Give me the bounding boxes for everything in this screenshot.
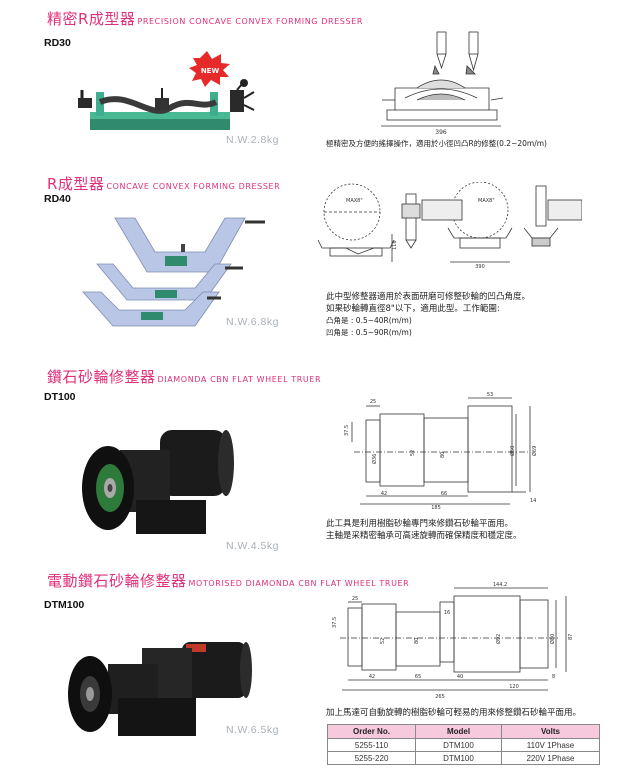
cell-model: DTM100: [415, 751, 502, 765]
cell-volts: 220V 1Phase: [501, 751, 600, 765]
dim-42: 42: [381, 491, 387, 497]
cell-volts: 110V 1Phase: [501, 738, 600, 752]
model-label-rd40: RD40: [44, 193, 71, 205]
dim-396: 396: [435, 129, 447, 136]
spec-table-container: Order No. Model Volts 5255-110 DTM100 11…: [327, 724, 600, 765]
dim-116: 116: [392, 240, 398, 250]
title-en: PRECISION CONCAVE CONVEX FORMING DRESSER: [137, 17, 363, 26]
dim-80: 80: [440, 452, 446, 458]
rd40-product-photo: [82, 217, 265, 327]
dim-265: 265: [435, 694, 445, 700]
cell-model: DTM100: [415, 738, 502, 752]
dim-diameter-92: Ø92: [495, 634, 502, 644]
dtm100-product-photo: [68, 642, 252, 736]
dim-diameter-80: Ø80: [549, 634, 556, 644]
column-header-volts: Volts: [501, 724, 600, 739]
dim-53: 53: [487, 392, 493, 398]
new-badge: NEW: [189, 51, 230, 87]
dim-80: 80: [414, 638, 420, 644]
dim-52: 52: [380, 638, 386, 644]
dim-65: 65: [415, 674, 421, 680]
column-header-order-no: Order No.: [327, 724, 416, 739]
dim-37-5: 37.5: [344, 425, 350, 436]
table-row: 5255-110 DTM100 110V 1Phase: [327, 738, 600, 752]
dim-144-2: 144.2: [493, 582, 507, 588]
dim-25: 25: [370, 399, 376, 405]
weight-rd40: N.W.6.8kg: [226, 316, 279, 328]
title-en: MOTORISED DIAMONDA CBN FLAT WHEEL TRUER: [188, 579, 410, 588]
dim-42: 42: [369, 674, 375, 680]
rd40-dimension-drawing: MAX8" MAX8" 116 390: [317, 182, 582, 270]
dim-max8-left: MAX8": [346, 198, 363, 204]
dim-52: 52: [410, 450, 416, 456]
description-line: 主軸是采精密軸承可高速旋轉而確保精度和穩定度。: [326, 531, 522, 541]
model-label-dt100: DT100: [44, 391, 76, 403]
dim-40: 40: [457, 674, 463, 680]
dim-16: 16: [444, 610, 450, 616]
dtm100-dimension-drawing: 144.2 25 16 37.5 52 80 Ø92 Ø80 87 42 65 …: [332, 582, 574, 700]
rd30-dimension-drawing: 396: [381, 31, 504, 136]
title-zh: R成型器: [47, 175, 105, 193]
description-line: 如果砂輪轉直徑8"以下，適用此型。工作範圍:: [326, 304, 500, 314]
column-header-model: Model: [415, 724, 502, 739]
dim-120: 120: [509, 684, 519, 690]
title-en: CONCAVE CONVEX FORMING DRESSER: [106, 182, 281, 191]
dim-66: 66: [441, 491, 447, 497]
spec-table: Order No. Model Volts 5255-110 DTM100 11…: [327, 724, 600, 765]
description-dt100: 此工具是利用樹脂砂輪專門來修鑽石砂輪平面用。 主軸是采精密軸承可高速旋轉而確保精…: [326, 518, 522, 542]
description-line: 凸角是 : 0.5~40R(m/m): [326, 316, 412, 325]
dim-diameter-69: Ø69: [531, 446, 538, 456]
title-en: DIAMONDA CBN FLAT WHEEL TRUER: [157, 375, 322, 384]
model-label-dtm100: DTM100: [44, 599, 85, 611]
description-rd40: 此中型修整器適用於表面研磨可修整砂輪的凹凸角度。 如果砂輪轉直徑8"以下，適用此…: [326, 291, 530, 339]
dim-25: 25: [352, 596, 358, 602]
model-label-rd30: RD30: [44, 37, 71, 49]
description-line: 此工具是利用樹脂砂輪專門來修鑽石砂輪平面用。: [326, 519, 514, 529]
dim-37-5: 37.5: [332, 617, 338, 628]
table-header-row: Order No. Model Volts: [327, 724, 600, 739]
title-zh: 電動鑽石砂輪修整器: [47, 572, 187, 590]
title-zh: 精密R成型器: [47, 10, 136, 28]
dim-14: 14: [530, 498, 536, 504]
dim-87: 87: [568, 634, 574, 640]
dim-diameter-50: Ø50: [509, 446, 516, 456]
table-row: 5255-220 DTM100 220V 1Phase: [327, 751, 600, 765]
weight-rd30: N.W.2.8kg: [226, 134, 279, 146]
dim-8: 8: [552, 674, 555, 680]
cell-order-no: 5255-220: [327, 751, 416, 765]
description-line: 凹角是 : 0.5~90R(m/m): [326, 328, 412, 337]
rd30-product-photo: NEW: [78, 51, 255, 130]
dim-390: 390: [475, 264, 485, 270]
weight-dtm100: N.W.6.5kg: [226, 724, 279, 736]
dt100-dimension-drawing: 25 53 37.5 Ø36 52 80 Ø50 Ø69 42 66 185 1…: [344, 392, 538, 510]
description-dtm100: 加上馬達可自動旋轉的樹脂砂輪可輕易的用來修整鑽石砂輪平面用。: [326, 708, 582, 718]
new-badge-text: NEW: [201, 67, 220, 75]
dt100-product-photo: [82, 430, 234, 534]
description-rd30: 極精密及方便的搖擇操作，適用於小徑凹凸R的修整(0.2~20m/m): [326, 139, 547, 148]
dim-max8-right: MAX8": [478, 198, 495, 204]
weight-dt100: N.W.4.5kg: [226, 540, 279, 552]
title-zh: 鑽石砂輪修整器: [47, 368, 156, 386]
description-line: 此中型修整器適用於表面研磨可修整砂輪的凹凸角度。: [326, 292, 531, 302]
cell-order-no: 5255-110: [327, 738, 416, 752]
dim-diameter-36: Ø36: [371, 454, 378, 464]
dim-185: 185: [431, 505, 441, 510]
